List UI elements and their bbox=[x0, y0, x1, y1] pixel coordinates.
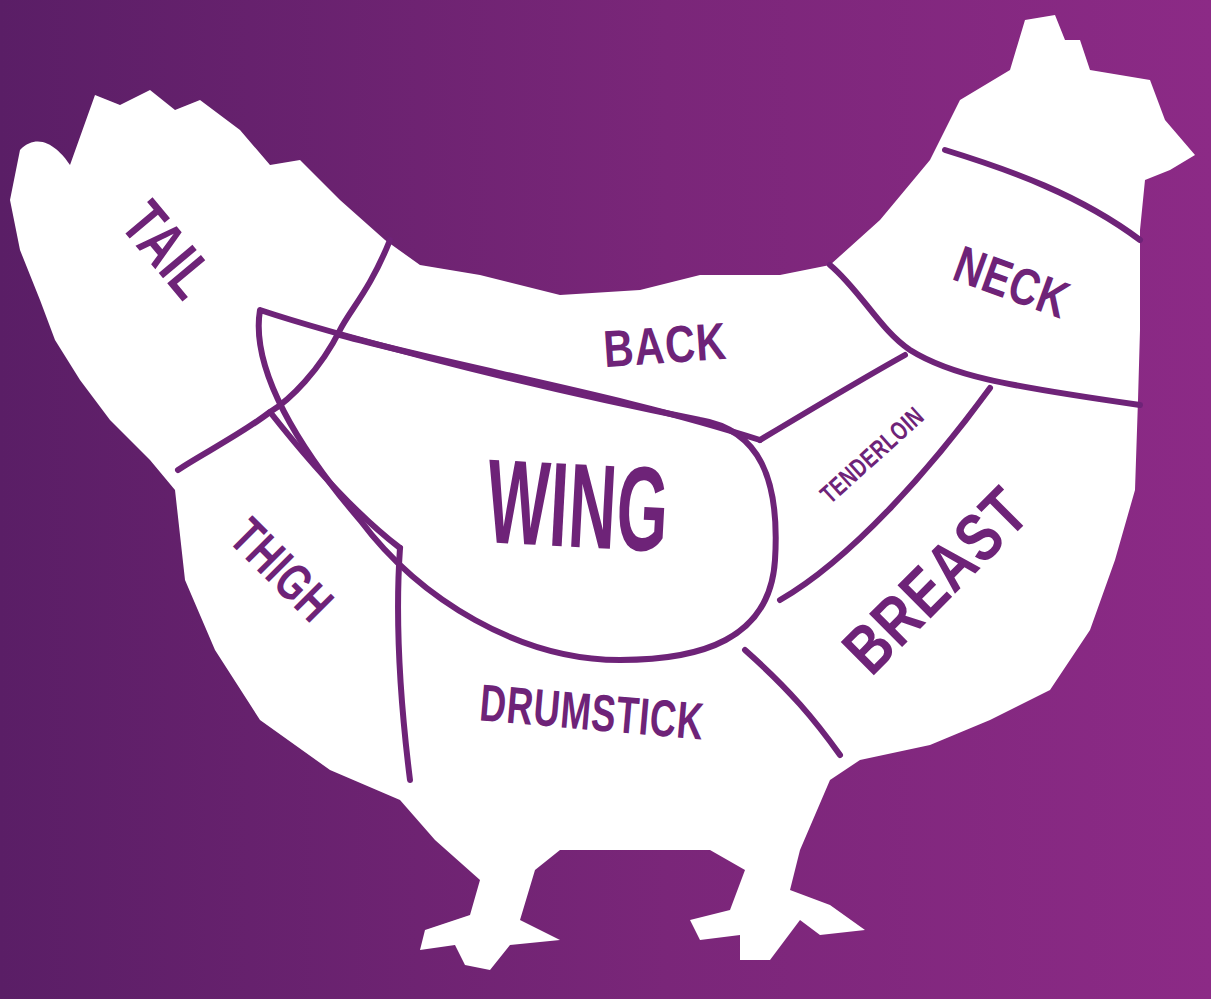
cut-line bbox=[259, 310, 776, 660]
part-label: DRUMSTICK bbox=[478, 676, 706, 747]
part-label: TAIL bbox=[111, 190, 225, 309]
part-label: BACK bbox=[602, 315, 729, 375]
cut-line bbox=[270, 412, 400, 548]
chicken-silhouette bbox=[10, 15, 1195, 970]
cut-line bbox=[398, 548, 410, 780]
part-label: TENDERLOIN bbox=[815, 402, 928, 508]
part-label: BREAST bbox=[830, 475, 1040, 685]
cut-line bbox=[945, 150, 1140, 240]
cut-line bbox=[745, 650, 840, 755]
part-label: WING bbox=[484, 440, 672, 569]
part-label: THIGH bbox=[221, 509, 343, 631]
part-label: NECK bbox=[948, 237, 1077, 326]
